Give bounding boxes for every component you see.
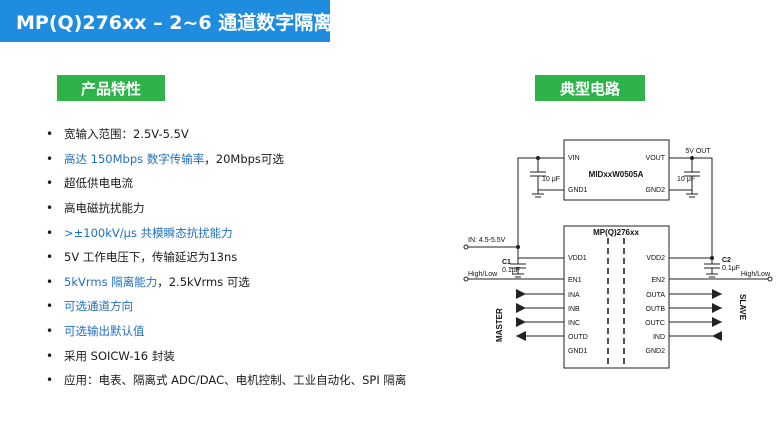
en-left-label: High/Low — [468, 271, 498, 278]
pin-outc: OUTC — [645, 320, 665, 327]
cap-left-value: 10 μF — [542, 176, 560, 183]
pin-en2: EN2 — [651, 277, 665, 284]
c1-name: C1 — [502, 259, 511, 266]
en-right-label: High/Low — [741, 271, 771, 278]
circuit-tag: 典型电路 — [535, 75, 645, 101]
list-item: •高电磁抗扰能力 — [46, 201, 145, 216]
bullet-icon: • — [46, 201, 54, 216]
slave-label: SLAVE — [738, 294, 747, 321]
pin-ina: INA — [568, 292, 580, 299]
pin-vout: VOUT — [646, 155, 666, 162]
typical-circuit-diagram: VIN VOUT GND1 GND2 MIDxxW0505A 5V OUT 10… — [463, 139, 773, 369]
pin-gnd1: GND1 — [568, 348, 588, 355]
dcdc-part-number: MIDxxW0505A — [589, 170, 644, 179]
list-item: •>±100kV/μs 共模瞬态抗扰能力 — [46, 225, 233, 240]
arrow-right-icon — [712, 317, 722, 327]
arrow-right-icon — [516, 303, 526, 313]
pin-ind: IND — [653, 334, 665, 341]
list-item: •应用：电表、隔离式 ADC/DAC、电机控制、工业自动化、SPI 隔离 — [46, 373, 407, 388]
pin-outb: OUTB — [646, 306, 666, 313]
pin-gnd2-dcdc: GND2 — [646, 187, 666, 194]
feature-list: •宽输入范围：2.5V-5.5V •高达 150Mbps 数字传输率，20Mbp… — [46, 122, 406, 393]
list-item: •可选通道方向 — [46, 299, 133, 314]
pin-vdd2: VDD2 — [646, 255, 665, 262]
list-item: •采用 SOICW-16 封装 — [46, 348, 175, 363]
bullet-icon: • — [46, 274, 54, 289]
list-item: •超低供电电流 — [46, 176, 133, 191]
arrow-left-icon — [712, 331, 722, 341]
bullet-icon: • — [46, 299, 54, 314]
list-item: •5kVrms 隔离能力，2.5kVrms 可选 — [46, 274, 250, 289]
c2-name: C2 — [722, 257, 731, 264]
features-tag: 产品特性 — [57, 75, 165, 101]
arrow-right-icon — [516, 317, 526, 327]
input-voltage-label: IN: 4.5-5.5V — [468, 237, 506, 244]
arrow-right-icon — [712, 303, 722, 313]
pin-gnd1-dcdc: GND1 — [568, 187, 588, 194]
bullet-icon: • — [46, 151, 54, 166]
c1-value: 0.1μF — [502, 267, 520, 274]
list-item: •高达 150Mbps 数字传输率，20Mbps可选 — [46, 151, 284, 166]
vout-label: 5V OUT — [685, 148, 711, 155]
cap-right-value: 10 μF — [677, 176, 695, 183]
dcdc-module-box — [563, 139, 670, 201]
bullet-icon: • — [46, 176, 54, 191]
arrow-right-icon — [712, 289, 722, 299]
isolator-chip-box — [563, 225, 670, 369]
pin-inb: INB — [568, 306, 580, 313]
bullet-icon: • — [46, 127, 54, 142]
pin-vin: VIN — [568, 155, 580, 162]
bullet-icon: • — [46, 348, 54, 363]
c2-value: 0.1μF — [722, 265, 740, 272]
list-item: •可选输出默认值 — [46, 324, 145, 339]
pin-inc: INC — [568, 320, 580, 327]
bullet-icon: • — [46, 250, 54, 265]
isolator-part-number: MP(Q)276xx — [593, 228, 639, 237]
arrow-left-icon — [516, 331, 526, 341]
arrow-right-icon — [516, 289, 526, 299]
pin-outd: OUTD — [568, 334, 588, 341]
page-title: MP(Q)276xx – 2~6 通道数字隔离 — [16, 11, 333, 34]
bullet-icon: • — [46, 373, 54, 388]
pin-gnd2: GND2 — [646, 348, 666, 355]
pin-en1: EN1 — [568, 277, 582, 284]
master-label: MASTER — [495, 308, 504, 342]
pin-outa: OUTA — [646, 292, 665, 299]
list-item: •5V 工作电压下，传输延迟为13ns — [46, 250, 238, 265]
list-item: •宽输入范围：2.5V-5.5V — [46, 127, 189, 142]
bullet-icon: • — [46, 225, 54, 240]
pin-vdd1: VDD1 — [568, 255, 587, 262]
bullet-icon: • — [46, 324, 54, 339]
title-bar: MP(Q)276xx – 2~6 通道数字隔离 — [0, 0, 333, 42]
